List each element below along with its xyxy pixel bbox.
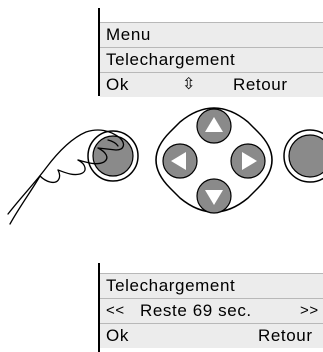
up-down-scroll-icon: ⇳ (182, 76, 197, 93)
softkey-row: Ok ⇳ Retour (100, 72, 323, 97)
ok-softkey-label: Ok (106, 75, 129, 94)
screen-border (98, 8, 100, 96)
download-title-row: Telechargement (100, 273, 323, 298)
retour-softkey-label: Retour (258, 326, 313, 345)
hand-icon (7, 129, 125, 225)
softkey-row: Ok Retour (100, 323, 323, 348)
next-arrows: >> (300, 302, 319, 319)
menu-title: Menu (106, 25, 151, 44)
menu-item-row[interactable]: Telechargement (100, 47, 323, 72)
lcd-screen-bottom: Telechargement << Reste 69 sec. >> Ok Re… (98, 263, 323, 352)
countdown-row: << Reste 69 sec. >> (100, 298, 323, 323)
keypad-illustration (7, 107, 323, 225)
left-arrow-button[interactable] (162, 143, 198, 179)
up-arrow-button[interactable] (196, 108, 232, 144)
menu-title-row: Menu (100, 22, 323, 47)
ok-softkey-label: Ok (106, 326, 129, 345)
navigation-pad (155, 107, 273, 214)
right-arrow-button[interactable] (230, 143, 266, 179)
retour-softkey-label: Retour (233, 75, 288, 94)
screen-border (98, 263, 100, 352)
menu-item-telechargement[interactable]: Telechargement (106, 50, 236, 69)
previous-arrows: << (106, 302, 125, 319)
down-arrow-icon (205, 190, 223, 205)
right-arrow-icon (242, 152, 257, 170)
down-arrow-button[interactable] (196, 178, 232, 214)
download-title: Telechargement (106, 276, 236, 295)
lcd-screen-top: Menu Telechargement Ok ⇳ Retour (98, 8, 323, 97)
left-arrow-icon (171, 152, 186, 170)
up-arrow-icon (205, 117, 223, 132)
ok-button[interactable] (87, 130, 139, 182)
remaining-time-text: Reste 69 sec. (140, 301, 252, 320)
back-button[interactable] (283, 129, 323, 183)
